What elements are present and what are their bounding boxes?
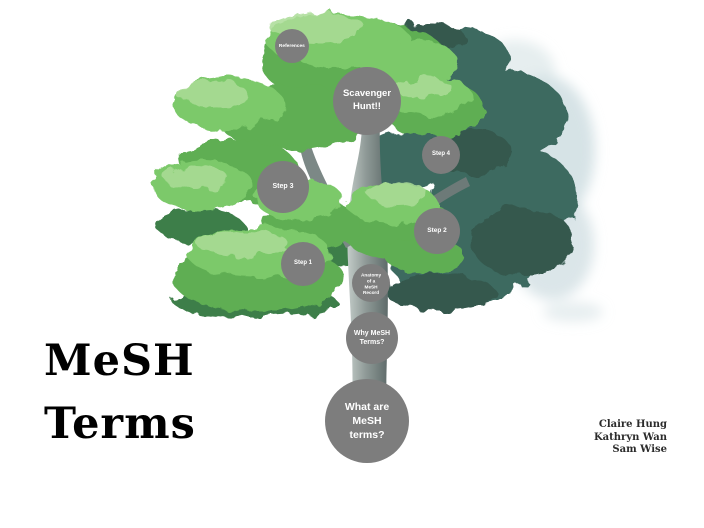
page-title-line-2: Terms xyxy=(44,399,196,449)
page-title-line-1: MeSH xyxy=(44,336,195,386)
topic-circle-references[interactable]: References xyxy=(275,29,309,63)
page-title: MeSH Terms xyxy=(44,330,196,456)
topic-label: What are MeSH terms? xyxy=(344,400,390,442)
topic-label: Step 1 xyxy=(293,260,312,267)
topic-circle-scavenger-hunt[interactable]: Scavenger Hunt!! xyxy=(333,67,401,135)
topic-label: References xyxy=(279,42,305,49)
topic-label: Anatomy of a MeSH Record xyxy=(360,271,382,295)
topic-circle-why-mesh-terms[interactable]: Why MeSH Terms? xyxy=(346,312,398,364)
topic-circle-anatomy-of-a-mesh-record[interactable]: Anatomy of a MeSH Record xyxy=(352,264,390,302)
topic-circle-step-3[interactable]: Step 3 xyxy=(257,161,309,213)
topic-label: Why MeSH Terms? xyxy=(353,329,391,346)
topic-circle-step-1[interactable]: Step 1 xyxy=(281,242,325,286)
topic-label: Step 2 xyxy=(427,226,447,234)
topic-label: Step 3 xyxy=(272,183,294,191)
foliage-dark-layer xyxy=(156,22,577,318)
topic-circle-step-2[interactable]: Step 2 xyxy=(414,208,460,254)
author-credits: Claire Hung Kathryn Wan Sam Wise xyxy=(594,419,667,457)
author-name: Sam Wise xyxy=(612,444,667,455)
topic-circle-step-4[interactable]: Step 4 xyxy=(422,136,460,174)
topic-label: Step 4 xyxy=(431,151,450,158)
topic-label: Scavenger Hunt!! xyxy=(342,88,392,112)
author-name: Claire Hung xyxy=(598,419,667,430)
author-name: Kathryn Wan xyxy=(593,431,667,443)
topic-circle-what-are-mesh-terms[interactable]: What are MeSH terms? xyxy=(325,379,409,463)
